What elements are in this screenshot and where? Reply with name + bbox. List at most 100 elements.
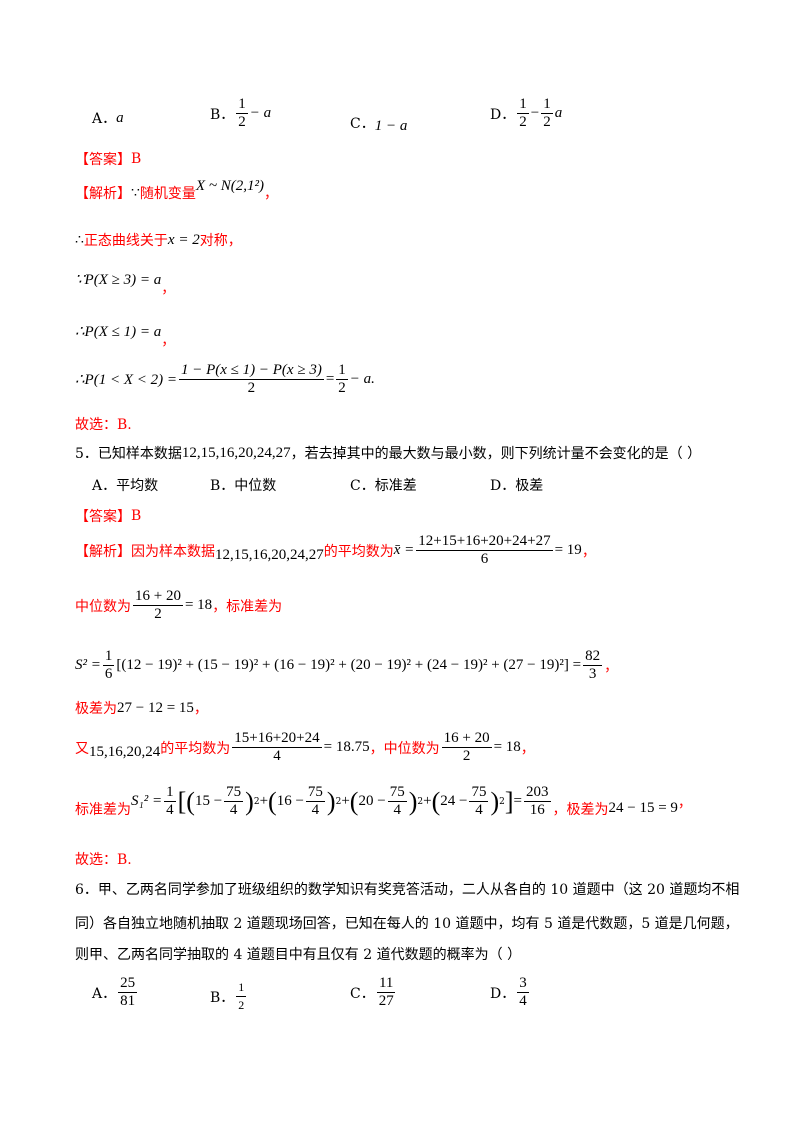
paren: ( [431, 786, 441, 816]
q6-stem-line1: 6．甲、乙两名同学参加了班级组织的数学知识有奖竞答活动，二人从各自的 10 道题… [75, 879, 739, 899]
fraction: 1 − P(x ≤ 1) − P(x ≥ 3)2 [178, 362, 324, 397]
q6-stem-line3: 则甲、乙两名同学抽取的 4 道题目中有且仅有 2 道代数题的概率为（ ） [75, 944, 521, 964]
denominator: 4 [393, 802, 401, 818]
punct: ， [193, 701, 208, 717]
numerator: 1 [164, 784, 176, 802]
numerator: 1 [236, 979, 247, 997]
text: 6．甲、乙两名同学参加了班级组织的数学知识有奖竞答活动，二人从各自的 10 道题… [75, 882, 740, 898]
numerator: 75 [469, 784, 489, 802]
text: 的平均数为 [323, 543, 394, 560]
paren: ) [408, 786, 418, 816]
paren: ( [186, 786, 195, 816]
punct: ， [677, 794, 692, 811]
text: 则甲、乙两名同学抽取的 4 道题目中有且仅有 2 道代数题的概率为（ ） [75, 947, 522, 963]
text: ，中位数为 [369, 740, 440, 757]
numerator: 11 [376, 975, 396, 993]
punct: ， [263, 186, 278, 202]
q5-choose: 故选：B. [75, 849, 132, 869]
numerator: 75 [305, 784, 325, 802]
denominator: 6 [104, 666, 113, 682]
q5-answer: 【答案】B [75, 506, 141, 526]
math: 16 − [276, 793, 304, 809]
denominator: 4 [273, 748, 281, 764]
denominator: 81 [120, 993, 136, 1009]
denominator: 27 [378, 993, 394, 1009]
denominator: 6 [480, 551, 489, 567]
math: S₁² = [131, 793, 163, 809]
option-expr: a [554, 105, 563, 121]
denominator: 2 [462, 748, 471, 764]
numerator: 75 [224, 784, 244, 802]
left-bracket: [ [177, 786, 187, 816]
q5-option-d: D．极差 [490, 475, 543, 495]
answer-value: B [131, 508, 142, 524]
q4-analysis-line3: ∵P(X ≥ 3) = a， [75, 260, 175, 298]
numerator: 1 [102, 648, 115, 666]
q4-choose: 故选：B. [75, 414, 132, 434]
math: [(12 − 19)² + (15 − 19)² + (16 − 19)² + … [116, 657, 582, 673]
math: = 18 [493, 739, 521, 755]
option-label: C． [350, 985, 375, 1002]
punct: ， [520, 740, 535, 757]
option-text: 极差 [515, 478, 544, 494]
plus: + [423, 793, 432, 809]
q4-answer: 【答案】B [75, 149, 141, 169]
option-label: B． [210, 989, 235, 1006]
plus: + [341, 793, 350, 809]
punct: ， [161, 333, 176, 349]
denominator: 2 [247, 380, 256, 396]
punct: ， [161, 281, 176, 297]
analysis-tag: 【解析】 [75, 186, 131, 202]
text: 因为样本数据 [131, 543, 215, 560]
math: 15 − [194, 793, 223, 809]
math: 24 − 15 = 9 [608, 800, 678, 816]
math: ∴P(X ≤ 1) = a [75, 323, 162, 340]
math: 27 − 12 = 15 [117, 699, 194, 716]
text: 随机变量 [139, 186, 196, 202]
text: 5．已知样本数据 [75, 446, 182, 462]
q5-option-c: C．标准差 [350, 475, 417, 495]
choose-text: 故选：B. [75, 417, 132, 433]
text: ，极差为 [552, 801, 609, 818]
denominator: 2 [238, 114, 246, 130]
math: ∴P(1 < X < 2) = [75, 372, 177, 388]
math: = 18.75 [323, 739, 370, 755]
math: 20 − [358, 793, 386, 809]
denominator: 4 [229, 802, 238, 818]
numerator: 1 − P(x ≤ 1) − P(x ≥ 3) [178, 362, 324, 380]
q6-stem-line2: 同）各自独立地随机抽取 2 道题现场回答，已知在每人的 10 道题中，均有 5 … [75, 913, 739, 933]
equals: = [513, 793, 522, 809]
therefore-symbol: ∴ [75, 232, 84, 248]
plus: + [259, 793, 269, 809]
q4-option-a: A．a [92, 108, 124, 128]
punct: ， [581, 543, 596, 560]
option-text: 标准差 [374, 478, 417, 494]
numerator: 25 [118, 975, 138, 993]
text: 对称， [199, 233, 242, 249]
math: x = 2 [167, 231, 200, 248]
math: 24 − [440, 793, 468, 809]
option-label: A． [92, 985, 117, 1002]
numerator: 1 [541, 96, 553, 114]
math: = 18 [184, 597, 213, 613]
equals: = [325, 371, 335, 387]
